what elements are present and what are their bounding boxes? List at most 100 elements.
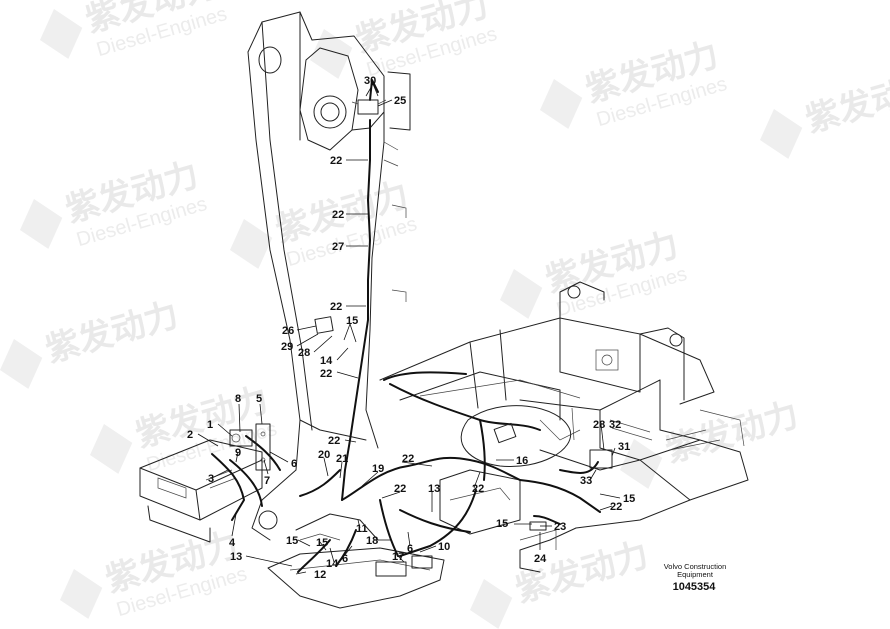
watermark-logo-icon	[20, 198, 63, 249]
callout-8: 8	[235, 393, 241, 405]
callout-29: 29	[281, 341, 293, 353]
callout-5: 5	[256, 393, 262, 405]
callout-27: 27	[332, 241, 344, 253]
callout-30: 30	[364, 75, 376, 87]
callout-21: 21	[336, 453, 348, 465]
bracket-plate-icon	[255, 423, 271, 471]
watermark-logo-icon	[540, 78, 583, 129]
callout-24: 24	[534, 553, 547, 565]
upper-frame	[379, 281, 749, 573]
watermark-tile: 紫发动力	[620, 395, 803, 489]
boom	[247, 11, 411, 541]
callout-22: 22	[394, 483, 406, 495]
maker-name-line2: Equipment	[677, 570, 714, 579]
watermark-logo-icon	[0, 338, 43, 389]
harness-boom-main	[341, 79, 379, 501]
control-unit-icon	[375, 561, 407, 577]
harness-base	[211, 371, 601, 573]
callout-12: 12	[314, 569, 326, 581]
watermark-tile: 紫发动力 Diesel-Engines	[310, 0, 499, 81]
callout-6: 6	[407, 543, 413, 555]
watermark-tile: 紫发动力 Diesel-Engines	[90, 380, 279, 476]
callout-18: 18	[366, 535, 378, 547]
callout-13: 13	[428, 483, 440, 495]
watermark-logo-icon	[500, 268, 543, 319]
connector-block-icon	[411, 555, 433, 569]
callout-14: 14	[320, 355, 333, 367]
callout-15: 15	[346, 315, 358, 327]
sensor-block-icon	[357, 99, 379, 115]
callout-4: 4	[229, 537, 236, 549]
excavator-frame-drawing	[139, 11, 749, 609]
callout-22: 22	[320, 368, 332, 380]
callout-3: 3	[208, 473, 214, 485]
watermark-tile: 紫发动力 Diesel-Engines	[230, 175, 419, 271]
connector-icon	[493, 422, 517, 444]
callout-6: 6	[342, 553, 348, 565]
watermark-tile: 紫发动力	[0, 295, 183, 389]
watermark-tile: 紫发动力 Diesel-Engines	[40, 0, 229, 61]
callout-22: 22	[328, 435, 340, 447]
callout-25: 25	[394, 95, 406, 107]
callout-17: 17	[392, 551, 404, 563]
callout-7: 7	[264, 475, 270, 487]
watermark-tile: 紫发动力 Diesel-Engines	[60, 525, 249, 621]
callout-16: 16	[516, 455, 528, 467]
callout-9: 9	[235, 447, 241, 459]
relay-component-icon	[229, 429, 253, 447]
watermark-brand-cn: 紫发动力	[661, 395, 803, 471]
callout-23: 23	[554, 521, 566, 533]
callout-1: 1	[207, 419, 213, 431]
callout-28: 28	[298, 347, 310, 359]
callout-22: 22	[402, 453, 414, 465]
callout-labels: 30 25 22 22 27 22 15 26 29 28 14 22 8 5 …	[187, 75, 635, 581]
callout-22: 22	[472, 483, 484, 495]
watermark-tile: 紫发动力	[760, 65, 890, 159]
watermark-tile: 紫发动力 Diesel-Engines	[540, 35, 729, 131]
watermark-tile: 紫发动力 Diesel-Engines	[500, 225, 689, 321]
callout-10: 10	[438, 541, 450, 553]
components	[229, 99, 613, 577]
watermark-logo-icon	[620, 438, 663, 489]
callout-33: 33	[580, 475, 592, 487]
callout-31: 31	[618, 441, 630, 453]
callout-11: 11	[356, 523, 368, 535]
watermark-brand-cn: 紫发动力	[41, 295, 183, 371]
callout-22: 22	[330, 155, 342, 167]
watermark-logo-icon	[760, 108, 803, 159]
callout-14: 14	[326, 558, 339, 570]
callout-22: 22	[610, 501, 622, 513]
watermark-logo-icon	[310, 28, 353, 79]
watermark-tile: 紫发动力	[470, 535, 653, 629]
callout-6: 6	[291, 458, 297, 470]
watermark-logo-icon	[230, 218, 273, 269]
watermark-logo-icon	[90, 423, 133, 474]
callout-2: 2	[187, 429, 193, 441]
callout-15: 15	[623, 493, 635, 505]
callout-15: 15	[316, 537, 328, 549]
callout-15: 15	[286, 535, 298, 547]
callout-26: 26	[282, 325, 294, 337]
sensor-box-icon	[314, 316, 334, 334]
callout-15: 15	[496, 518, 508, 530]
callout-22: 22	[332, 209, 344, 221]
sensor-module-icon	[589, 449, 613, 469]
callout-22: 22	[330, 301, 342, 313]
document-number: 1045354	[673, 581, 717, 593]
watermark-brand-cn: 紫发动力	[801, 65, 890, 141]
callout-20: 20	[318, 449, 330, 461]
callout-19: 19	[372, 463, 384, 475]
callout-32: 32	[609, 419, 621, 431]
drawing-footer: Volvo Construction Equipment 1045354	[664, 562, 727, 593]
lower-platform	[267, 469, 521, 609]
watermark-logo-icon	[470, 578, 513, 629]
callout-leaders	[197, 83, 621, 575]
callout-13: 13	[230, 551, 242, 563]
maker-name-line1: Volvo Construction	[664, 562, 727, 571]
callout-28: 28	[593, 419, 605, 431]
watermark-tile: 紫发动力 Diesel-Engines	[20, 155, 209, 251]
watermark-logo-icon	[60, 568, 103, 619]
watermark-logo-icon	[40, 8, 83, 59]
